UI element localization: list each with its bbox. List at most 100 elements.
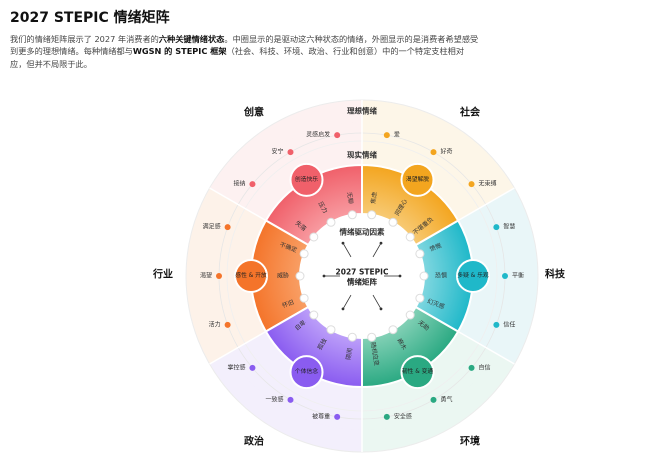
ideal-dot — [216, 273, 222, 279]
ideal-dot — [493, 224, 500, 231]
arrow-line — [342, 242, 352, 258]
arrow-dot — [341, 241, 345, 245]
center-subtitle: 情绪矩阵 — [346, 277, 377, 287]
state-label: 韧性 & 变通 — [402, 367, 434, 375]
ideal-dot — [430, 396, 437, 403]
pillar-label: 社会 — [459, 106, 480, 119]
state-circle — [456, 259, 490, 293]
ideal-dot — [383, 413, 390, 420]
ideal-label: 掌控感 — [227, 363, 245, 371]
reality-label: 现实情绪 — [347, 150, 377, 160]
driver-dot — [415, 249, 425, 259]
driver-label: 愤慨 — [429, 241, 443, 253]
driver-dot — [415, 293, 425, 303]
center-title: 2027 STEPIC — [336, 268, 389, 277]
arrow-dot — [379, 241, 383, 245]
page-title: 2027 STEPIC 情绪矩阵 — [10, 10, 170, 26]
ideal-label: 安全感 — [394, 412, 412, 420]
ideal-label: 无束缚 — [479, 180, 497, 188]
ideal-dot — [249, 364, 256, 371]
state-circle — [234, 259, 268, 293]
ideal-dot — [224, 224, 231, 231]
pillar-label: 环境 — [460, 435, 480, 448]
ideal-dot — [224, 321, 231, 328]
description-segment: WGSN 的 STEPIC 框架 — [132, 46, 227, 57]
driver-label: 无聊 — [345, 191, 355, 204]
driver-dot — [299, 249, 309, 259]
ideal-label: 安宁 — [271, 148, 283, 156]
sector-divider — [457, 330, 515, 365]
ideal-label: 一致感 — [265, 395, 283, 403]
arrow-line — [372, 294, 382, 310]
driver-label: 怀旧 — [281, 298, 295, 310]
arrow-dot — [379, 307, 383, 311]
driver-dot — [309, 310, 319, 320]
ideal-dot — [468, 364, 475, 371]
ideal-dot — [287, 396, 294, 403]
driver-dot — [405, 310, 415, 320]
description-segment: 。中圈显示的是驱动这六种状态的情绪，外圈显示的是消费者希望感受到更多的理想情绪。… — [10, 34, 479, 57]
driver-dot — [367, 332, 377, 342]
sector-divider — [209, 187, 267, 222]
state-circle — [400, 355, 435, 390]
ideal-dot — [383, 132, 390, 139]
ideal-dot — [334, 132, 341, 139]
driver-label: 随机应变 — [369, 341, 381, 366]
ideal-dot — [249, 181, 256, 188]
ideal-label: 满足感 — [203, 223, 221, 231]
inner-circle — [300, 214, 424, 338]
sector-divider — [209, 330, 267, 365]
ideal-label: 爱 — [394, 131, 400, 139]
driver-dot — [299, 293, 309, 303]
pillar-label: 创意 — [243, 106, 264, 119]
ideal-label: 平衡 — [512, 272, 524, 280]
arrow-dot — [341, 307, 345, 311]
description-segment: 六种关键情绪状态 — [158, 34, 225, 44]
state-circle — [400, 162, 435, 197]
state-label: 感性 & 开放 — [235, 271, 267, 279]
driver-label: 恐惧 — [435, 272, 447, 280]
state-circle — [289, 162, 324, 197]
driver-dot — [388, 325, 398, 335]
ideal-dot — [430, 149, 437, 156]
description-segment: 我们的情绪矩阵展示了 2027 年消费者的 — [10, 34, 159, 44]
ideal-dot — [334, 413, 341, 420]
driver-dot — [388, 217, 398, 227]
driver-label: 隔阂 — [344, 347, 354, 360]
driver-dot — [419, 271, 429, 281]
description-segment: （社会、科技、环境、政治、行业和创意）中的一个特定支柱相对应，但并不局限于此。 — [10, 46, 465, 69]
driver-label: 焦虑 — [369, 191, 379, 204]
ideal-dot — [287, 149, 294, 156]
ideal-label-heading: 理想情绪 — [347, 106, 377, 116]
driver-dot — [347, 332, 357, 342]
state-label: 多疑 & 乐观 — [457, 271, 489, 279]
driver-dot — [326, 217, 336, 227]
ideal-label: 自信 — [479, 363, 491, 371]
drivers-label: 情绪驱动因素 — [339, 227, 385, 237]
driver-dot — [326, 325, 336, 335]
arrow-line — [342, 294, 352, 310]
reality-sector-社会 — [361, 163, 460, 247]
sector-divider — [457, 187, 515, 222]
arrow-line — [372, 242, 382, 258]
state-circle — [289, 355, 324, 390]
ideal-label: 活力 — [209, 320, 221, 328]
ideal-dot — [468, 181, 475, 188]
arrow-dot — [398, 274, 402, 278]
state-label: 个体信念 — [295, 367, 318, 375]
pillar-label: 政治 — [244, 435, 264, 448]
ideal-dot — [502, 273, 508, 279]
ideal-dot — [493, 321, 500, 328]
ideal-label: 被尊重 — [312, 412, 330, 420]
state-label: 创造快乐 — [295, 175, 318, 183]
page-description: 我们的情绪矩阵展示了 2027 年消费者的六种关键情绪状态。中圈显示的是驱动这六… — [10, 33, 480, 70]
state-label: 渴望解脱 — [406, 175, 429, 183]
ideal-label: 灵感启发 — [306, 131, 330, 139]
ideal-label: 好奇 — [441, 148, 453, 156]
ideal-label: 信任 — [503, 320, 515, 328]
driver-dot — [295, 271, 305, 281]
arrow-dot — [322, 274, 326, 278]
driver-label: 威胁 — [277, 272, 289, 280]
driver-dot — [347, 210, 357, 220]
